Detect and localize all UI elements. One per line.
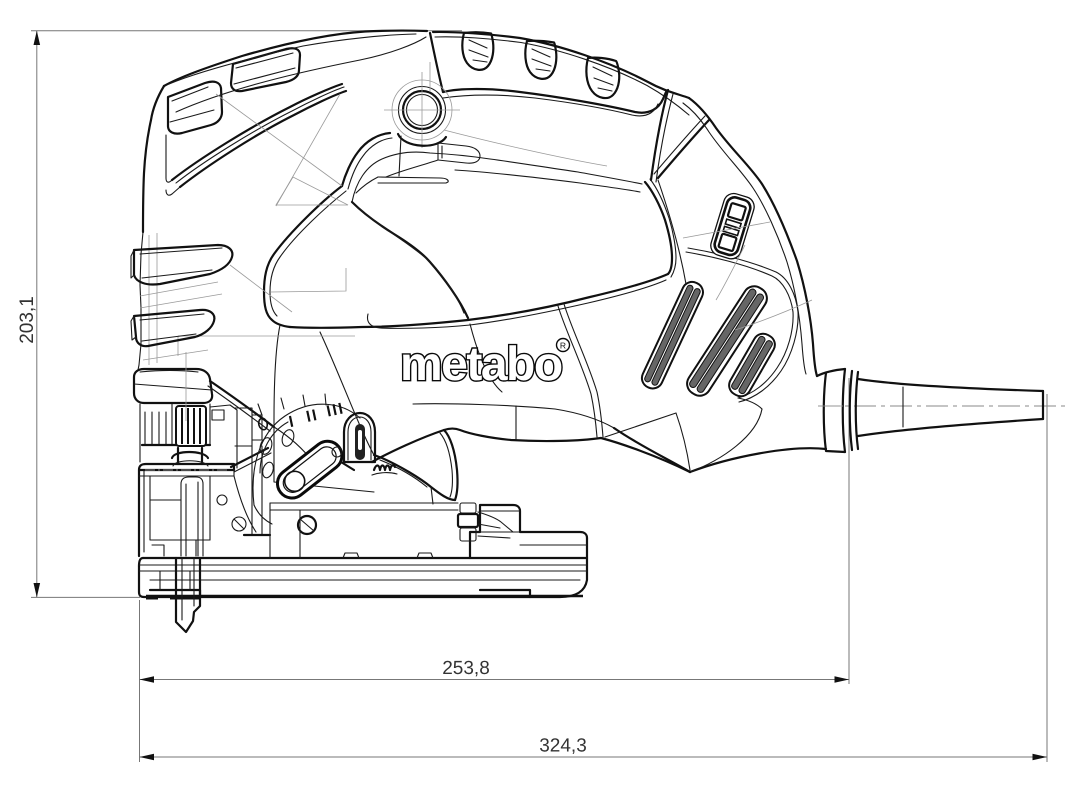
svg-text:324,3: 324,3 xyxy=(539,735,587,756)
svg-text:R: R xyxy=(560,340,566,350)
svg-text:203,1: 203,1 xyxy=(17,296,38,344)
svg-text:253,8: 253,8 xyxy=(442,658,490,679)
svg-text:metabo: metabo xyxy=(400,338,562,391)
